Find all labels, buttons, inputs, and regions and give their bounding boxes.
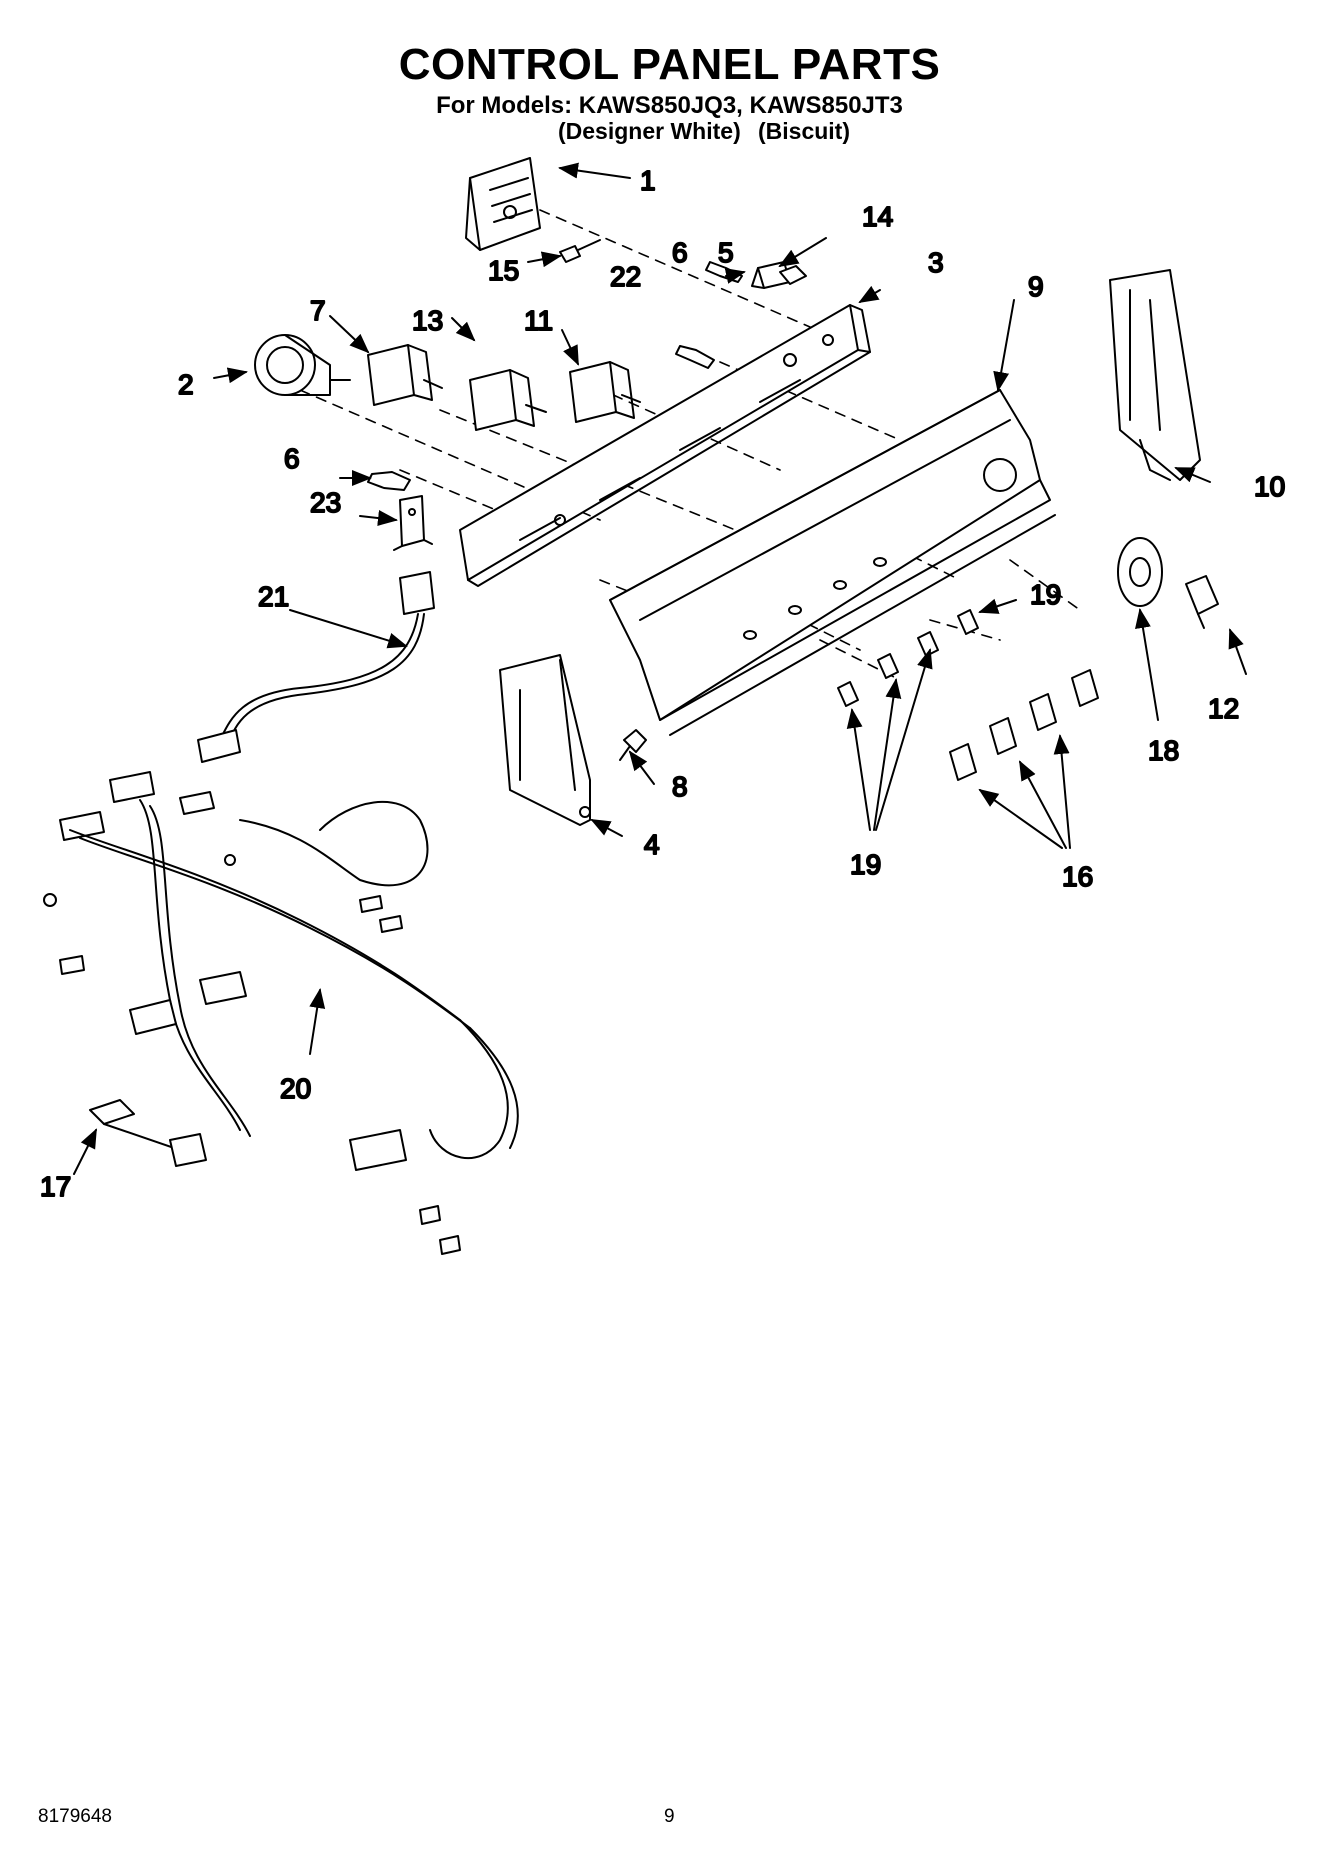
callout-11: 11 xyxy=(524,305,553,336)
part-16-knobs xyxy=(949,669,1099,781)
callout-9: 9 xyxy=(1028,271,1044,302)
callout-13: 13 xyxy=(412,305,443,336)
callout-6-bottom: 6 xyxy=(284,443,300,474)
color-designer-white: (Designer White) xyxy=(558,118,741,144)
callout-2: 2 xyxy=(178,369,194,400)
page-title: CONTROL PANEL PARTS xyxy=(398,40,941,89)
callout-3: 3 xyxy=(928,247,944,278)
callout-16: 16 xyxy=(1062,861,1093,892)
page-number: 9 xyxy=(664,1806,675,1827)
leader-arrows xyxy=(73,162,1247,1175)
callout-7: 7 xyxy=(310,295,326,326)
callout-18: 18 xyxy=(1148,735,1179,766)
callout-19-bottom: 19 xyxy=(850,849,881,880)
part-1-timer xyxy=(465,157,541,251)
callout-22: 22 xyxy=(610,261,641,292)
models-line: For Models: KAWS850JQ3, KAWS850JT3 xyxy=(436,92,903,119)
part-7-switch xyxy=(367,344,443,406)
color-biscuit: (Biscuit) xyxy=(758,118,850,144)
callout-12: 12 xyxy=(1208,693,1239,724)
callout-20: 20 xyxy=(280,1073,311,1104)
part-11-switch xyxy=(569,361,641,423)
callout-23: 23 xyxy=(310,487,341,518)
part-12-timer-knob xyxy=(1185,575,1219,629)
part-20-main-harness xyxy=(43,771,519,1255)
part-4-end-cap xyxy=(499,654,591,826)
part-21-harness xyxy=(197,571,435,763)
callout-15: 15 xyxy=(488,255,519,286)
part-18-dial-skirt xyxy=(1117,537,1163,607)
part-2-switch-assembly xyxy=(254,334,351,396)
callout-21: 21 xyxy=(258,581,289,612)
part-17-connector xyxy=(89,1099,207,1167)
part-8-screw xyxy=(619,729,647,761)
callout-19-right: 19 xyxy=(1030,579,1061,610)
part-3-control-bracket xyxy=(459,304,871,587)
part-13-switch xyxy=(469,369,547,431)
part-22-screw xyxy=(675,345,715,369)
part-23-bracket xyxy=(393,495,433,551)
callout-17: 17 xyxy=(40,1171,71,1202)
callout-4: 4 xyxy=(644,829,660,860)
callout-14: 14 xyxy=(862,201,893,232)
callout-8: 8 xyxy=(672,771,688,802)
callout-6-top: 6 xyxy=(672,237,688,268)
part-10-end-cap xyxy=(1109,269,1201,481)
callout-10: 10 xyxy=(1254,471,1285,502)
part-14-screw xyxy=(779,265,807,285)
callout-1: 1 xyxy=(640,165,656,196)
part-19-inserts xyxy=(837,609,979,707)
callout-5: 5 xyxy=(718,237,734,268)
document-number: 8179648 xyxy=(38,1806,112,1827)
part-6-screw-bottom xyxy=(367,471,411,491)
part-15-screw xyxy=(559,239,601,263)
